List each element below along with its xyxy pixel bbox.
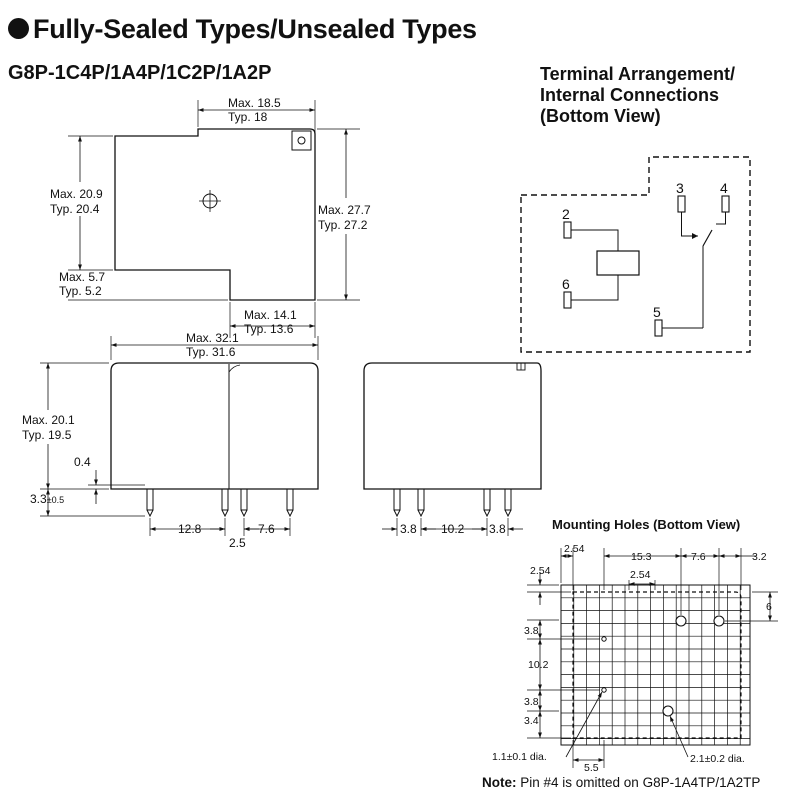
mounting-hole-large bbox=[662, 705, 674, 717]
mount-dim-3-8-upper: 3.8 bbox=[524, 625, 539, 637]
top-width-typ: Typ. 18 bbox=[228, 110, 268, 124]
pin-3-pad bbox=[677, 195, 686, 213]
left-height-max: Max. 20.9 bbox=[50, 187, 103, 201]
footnote-text: Pin #4 is omitted on G8P-1A4TP/1A2TP bbox=[516, 775, 761, 790]
top-width-max: Max. 18.5 bbox=[228, 96, 281, 110]
pin-6-pad bbox=[563, 291, 572, 309]
top-view-labels: Max. 18.5 Typ. 18 Max. 20.9 Typ. 20.4 Ma… bbox=[50, 96, 371, 336]
pin-spacing-7-6: 7.6 bbox=[258, 522, 275, 536]
tab-width-typ: Typ. 13.6 bbox=[244, 322, 294, 336]
corner-mark bbox=[291, 130, 312, 151]
model-numbers: G8P-1C4P/1A4P/1C2P/1A2P bbox=[8, 62, 272, 84]
mount-dim-15-3: 15.3 bbox=[631, 551, 652, 563]
pin-label-4: 4 bbox=[720, 180, 728, 196]
mount-dim-3-8-lower: 3.8 bbox=[524, 696, 539, 708]
section-heading-text: Fully-Sealed Types/Unsealed Types bbox=[33, 14, 477, 44]
terminal-diagram bbox=[520, 156, 751, 353]
side-view-body bbox=[110, 362, 319, 490]
pin bbox=[504, 488, 512, 511]
mount-dim-10-2: 10.2 bbox=[528, 659, 549, 671]
terminal-title-line-3: (Bottom View) bbox=[540, 106, 661, 126]
large-hole-size: 2.1±0.2 dia. bbox=[690, 753, 745, 765]
step-typ: Typ. 5.2 bbox=[59, 284, 102, 298]
side-view-labels: Max. 32.1 Typ. 31.6 Max. 20.1 Typ. 19.5 … bbox=[22, 331, 275, 550]
mounting-hole-small bbox=[601, 687, 607, 693]
mount-dim-3-2: 3.2 bbox=[752, 551, 767, 563]
pin-spacing-2-5: 2.5 bbox=[229, 536, 246, 550]
pin bbox=[483, 488, 491, 511]
tab-width-max: Max. 14.1 bbox=[244, 308, 297, 322]
mounting-labels: 2.54 15.3 7.6 3.2 2.54 2.54 6 3.8 10.2 3… bbox=[492, 543, 772, 774]
mounting-hole-small bbox=[601, 636, 607, 642]
pin-label-6: 6 bbox=[562, 276, 570, 292]
height-typ: Typ. 19.5 bbox=[22, 428, 72, 442]
pin-label-3: 3 bbox=[676, 180, 684, 196]
terminal-arrangement-title: Terminal Arrangement/ Internal Connectio… bbox=[540, 64, 735, 127]
right-height-max: Max. 27.7 bbox=[318, 203, 371, 217]
coil bbox=[596, 250, 640, 276]
mounting-holes-drawing bbox=[527, 548, 778, 768]
mount-dim-3-4: 3.4 bbox=[524, 715, 539, 727]
pin-4-pad bbox=[721, 195, 730, 213]
mount-dim-2-54-top: 2.54 bbox=[564, 543, 585, 555]
mounting-grid bbox=[561, 585, 750, 745]
terminal-title-line-1: Terminal Arrangement/ bbox=[540, 64, 736, 84]
mount-dim-5-5: 5.5 bbox=[584, 762, 599, 774]
top-view-drawing bbox=[68, 100, 360, 338]
end-spacing-3-8-right: 3.8 bbox=[489, 522, 506, 536]
mounting-grid-frame bbox=[560, 584, 751, 746]
end-spacing-10-2: 10.2 bbox=[441, 522, 465, 536]
mount-dim-7-6: 7.6 bbox=[691, 551, 706, 563]
pin bbox=[393, 488, 401, 511]
corner-hole bbox=[297, 136, 306, 145]
mounting-hole-large bbox=[675, 615, 687, 627]
pin bbox=[286, 488, 294, 511]
switch-contact-arrow bbox=[692, 233, 698, 239]
pin-length-value: 3.3±0.5 bbox=[30, 492, 64, 506]
bullet-icon bbox=[8, 18, 29, 39]
pin bbox=[221, 488, 229, 511]
pin bbox=[240, 488, 248, 511]
left-height-typ: Typ. 20.4 bbox=[50, 202, 100, 216]
mount-dim-2-54-left: 2.54 bbox=[530, 565, 551, 577]
terminal-outline bbox=[520, 156, 751, 353]
end-view-body bbox=[363, 362, 542, 490]
pin bbox=[417, 488, 425, 511]
pin-5-pad bbox=[654, 319, 663, 337]
mounting-holes-title: Mounting Holes (Bottom View) bbox=[552, 517, 741, 532]
mount-dim-6: 6 bbox=[766, 601, 772, 613]
standoff-value: 0.4 bbox=[74, 455, 91, 469]
relay-footprint-outline bbox=[572, 591, 742, 739]
terminal-title-line-2: Internal Connections bbox=[540, 85, 720, 105]
pin bbox=[146, 488, 154, 511]
pin-label-2: 2 bbox=[562, 206, 570, 222]
pin-spacing-12-8: 12.8 bbox=[178, 522, 202, 536]
length-typ: Typ. 31.6 bbox=[186, 345, 236, 359]
pin-label-5: 5 bbox=[653, 304, 661, 320]
mount-dim-2-54-mid: 2.54 bbox=[630, 569, 651, 581]
end-view-drawing bbox=[363, 362, 542, 536]
step-max: Max. 5.7 bbox=[59, 270, 105, 284]
footnote-label: Note: bbox=[482, 775, 517, 790]
height-max: Max. 20.1 bbox=[22, 413, 75, 427]
mounting-hole-large bbox=[713, 615, 725, 627]
section-heading: Fully-Sealed Types/Unsealed Types bbox=[8, 14, 477, 45]
footnote: Note: Pin #4 is omitted on G8P-1A4TP/1A2… bbox=[482, 775, 760, 790]
end-spacing-3-8-left: 3.8 bbox=[400, 522, 417, 536]
terminal-pin-labels: 2 6 3 4 5 bbox=[562, 180, 728, 320]
side-view-drawing bbox=[40, 336, 319, 536]
length-max: Max. 32.1 bbox=[186, 331, 239, 345]
small-hole-size: 1.1±0.1 dia. bbox=[492, 751, 547, 763]
top-view-outline bbox=[114, 128, 316, 301]
end-view-labels: 3.8 10.2 3.8 bbox=[400, 522, 506, 536]
switch-blade bbox=[702, 229, 713, 247]
pin-2-pad bbox=[563, 221, 572, 239]
right-height-typ: Typ. 27.2 bbox=[318, 218, 368, 232]
